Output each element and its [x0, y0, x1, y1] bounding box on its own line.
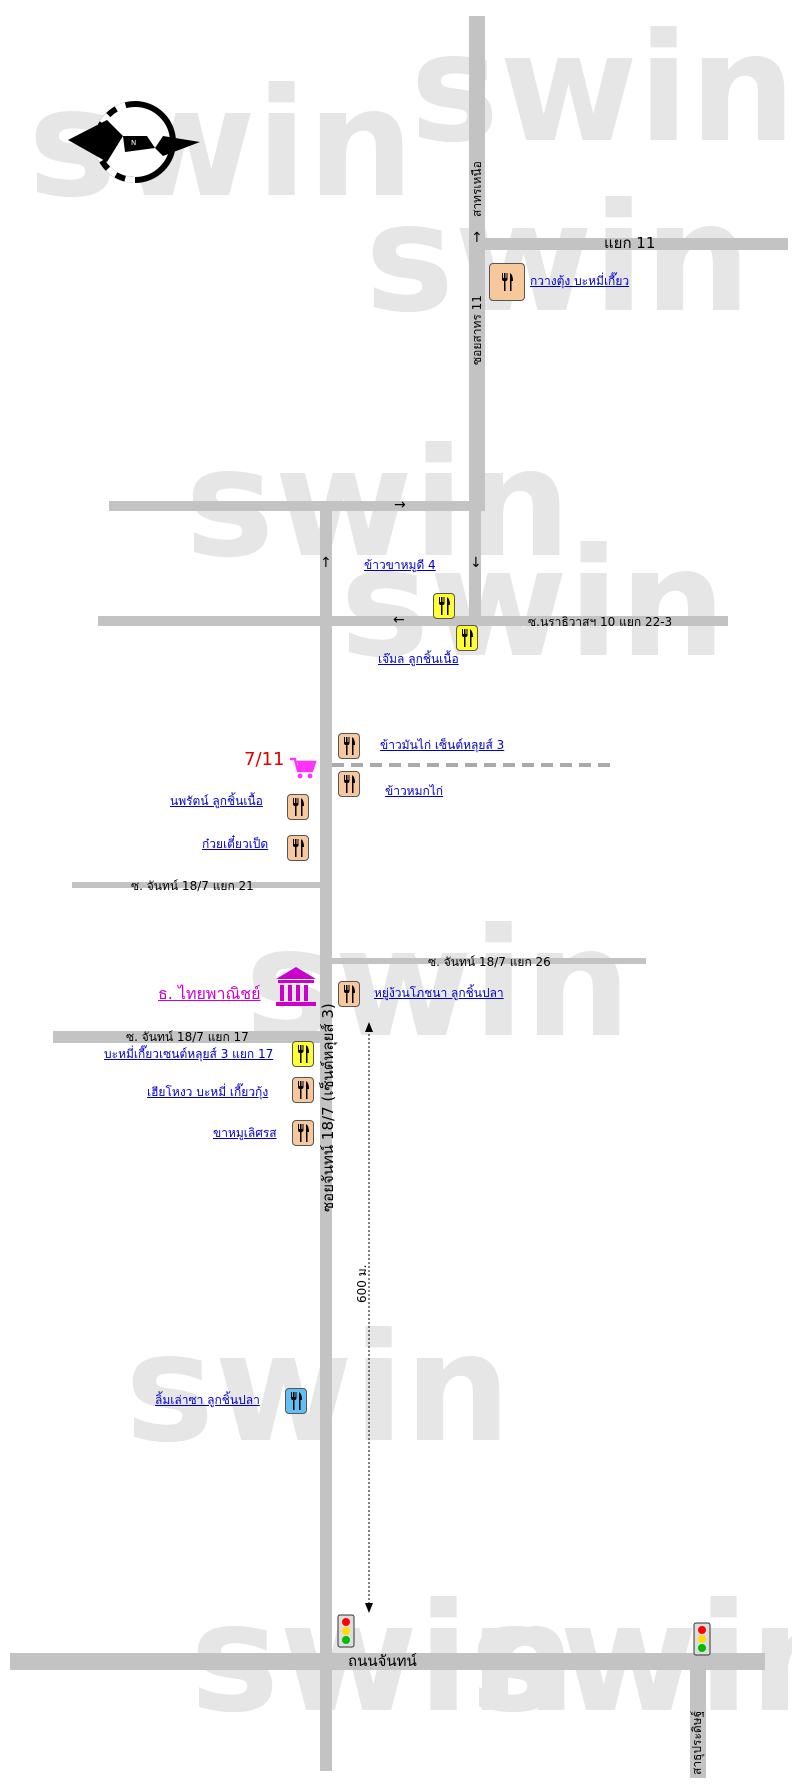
fork-knife-icon: [291, 1392, 302, 1410]
road-soi-chan-main: [320, 501, 332, 1771]
fork-knife-icon: [344, 985, 355, 1003]
cart-icon: [290, 757, 317, 779]
place-link[interactable]: ขาหมูเลิศรส: [213, 1126, 277, 1140]
restaurant-marker[interactable]: [287, 835, 309, 861]
restaurant-marker[interactable]: [285, 1388, 307, 1414]
restaurant-marker[interactable]: [287, 794, 309, 820]
road-label-soi-sathorn-11: ซอยสาทร 11: [470, 295, 484, 365]
road-naradhiwas: [98, 616, 728, 626]
road-chan-17: [53, 1031, 326, 1043]
place-link[interactable]: ข้าวหมกไก่: [385, 784, 444, 798]
restaurant-marker[interactable]: [292, 1120, 314, 1146]
restaurant-marker[interactable]: [338, 771, 360, 797]
arrow-down-icon: ↓: [470, 555, 482, 571]
arrow-right-icon: →: [394, 497, 406, 513]
place-link[interactable]: ก๋วยเตี๋ยวเป็ด: [202, 837, 269, 851]
road-label-sathorn-north: สาทรเหนือ: [470, 161, 484, 217]
restaurant-marker[interactable]: [433, 593, 455, 619]
watermark: swin: [125, 1302, 511, 1476]
road-thanon-chan: [10, 1653, 765, 1670]
road-label-naradhiwas: ซ.นราธิวาสฯ 10 แยก 22-3: [528, 615, 673, 629]
road-sathorn-north: [469, 16, 485, 506]
place-link[interactable]: ลิ้มเล่าซา ลูกชิ้นปลา: [155, 1393, 260, 1407]
distance-arrow-down: [365, 1603, 373, 1613]
place-link[interactable]: นพรัตน์ ลูกชิ้นเนื้อ: [170, 794, 263, 808]
road-connector: [469, 501, 481, 621]
traffic-light-icon: [693, 1622, 711, 1656]
place-link[interactable]: เจ๊มล ลูกชิ้นเนื้อ: [378, 652, 459, 666]
road-upper-loop: [109, 501, 485, 511]
place-link[interactable]: เฮียโหงว บะหมี่ เกี๊ยวกุ้ง: [147, 1085, 269, 1099]
bank-label[interactable]: ธ. ไทยพาณิชย์: [158, 984, 261, 1003]
fork-knife-icon: [298, 1081, 309, 1099]
fork-knife-icon: [344, 737, 355, 755]
restaurant-marker[interactable]: [338, 733, 360, 759]
fork-knife-icon: [344, 775, 355, 793]
restaurant-marker[interactable]: [338, 981, 360, 1007]
restaurant-marker[interactable]: [292, 1041, 314, 1067]
arrow-up-icon: ↑: [471, 230, 483, 246]
restaurant-marker[interactable]: [489, 263, 525, 301]
road-label-thanon-chan: ถนนจันทน์: [348, 1652, 417, 1670]
arrow-left-icon: ←: [393, 612, 405, 628]
road-chan-26: [332, 958, 646, 964]
place-link[interactable]: กวางตุ้ง บะหมี่เกี๊ยว: [530, 274, 630, 288]
distance-label: 600 ม.: [355, 1264, 369, 1303]
arrow-up-icon: ↑: [320, 555, 332, 571]
svg-text:N: N: [131, 139, 136, 147]
fork-knife-icon: [298, 1124, 309, 1142]
place-link[interactable]: หยู่ง้วนโภชนา ลูกชิ้นปลา: [374, 986, 504, 1000]
traffic-light-icon: [337, 1614, 355, 1648]
road-label-chan-26: ซ. จันทน์ 18/7 แยก 26: [428, 955, 551, 969]
road-label-chan-21: ซ. จันทน์ 18/7 แยก 21: [131, 879, 254, 893]
watermark: swin: [365, 172, 751, 346]
fork-knife-icon: [439, 597, 450, 615]
place-link[interactable]: บะหมี่เกี๊ยวเซนต์หลุยส์ 3 แยก 17: [104, 1047, 274, 1061]
restaurant-marker[interactable]: [292, 1077, 314, 1103]
watermark-layer: swin swin swin swin swin swin swin swin …: [28, 2, 792, 1746]
road-label-chan-17: ซ. จันทน์ 18/7 แยก 17: [126, 1030, 249, 1044]
fork-knife-icon: [298, 1045, 309, 1063]
place-link[interactable]: ข้าวมันไก่ เซ็นต์หลุยส์ 3: [380, 738, 505, 752]
road-yaek-11: [477, 238, 788, 250]
fork-knife-icon: [293, 839, 304, 857]
road-label-satupradit: สาธุประดิษฐ์: [690, 1710, 704, 1775]
road-chan-21: [72, 882, 326, 888]
compass-icon: N: [68, 101, 200, 183]
fork-knife-icon: [502, 273, 513, 291]
watermark: swin: [340, 517, 726, 691]
road-label-soi-chan-main: ซอยจันทน์ 18/7 (เซ็นต์หลุยส์ 3): [319, 1003, 337, 1212]
road-satupradit: [690, 1653, 706, 1778]
watermark: swin: [410, 2, 792, 176]
place-link[interactable]: ข้าวขาหมูดี 4: [364, 558, 436, 572]
distance-arrow-up: [365, 1022, 373, 1032]
fork-knife-icon: [462, 629, 473, 647]
restaurant-marker[interactable]: [456, 625, 478, 651]
fork-knife-icon: [293, 798, 304, 816]
road-label-yaek-11: แยก 11: [604, 234, 656, 252]
seven-eleven-label: 7/11: [244, 749, 285, 770]
bank-icon: [276, 967, 316, 1006]
